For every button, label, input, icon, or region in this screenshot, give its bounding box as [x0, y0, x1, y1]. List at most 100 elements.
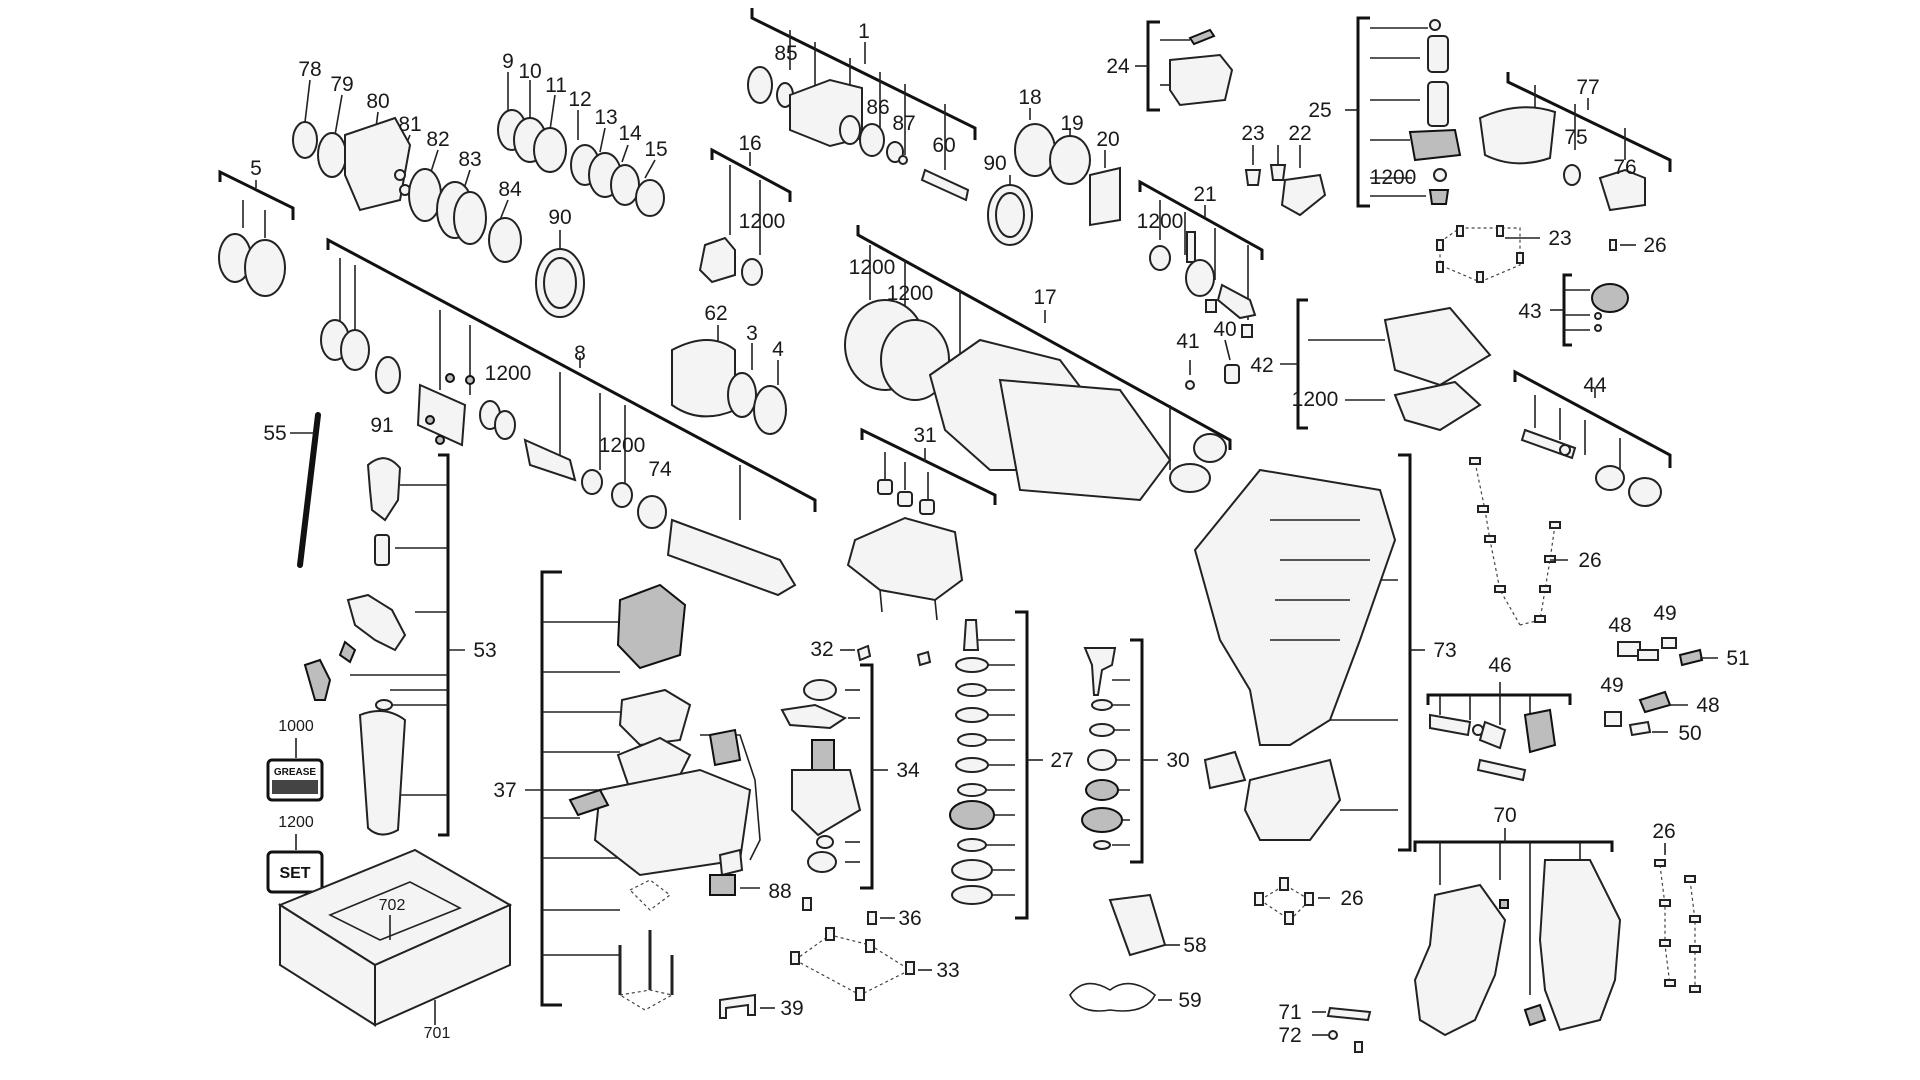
group-46-switch: 46	[1426, 654, 1572, 782]
label-88: 88	[768, 880, 791, 903]
label-27: 27	[1050, 749, 1073, 772]
label-4: 4	[772, 338, 784, 361]
label-36: 36	[898, 907, 921, 930]
label-1200-h: 1200	[599, 434, 646, 457]
label-62: 62	[704, 302, 727, 325]
label-48-b: 48	[1696, 694, 1719, 717]
group-71-72: 71 72	[1278, 1001, 1372, 1053]
group-701-carry-case: 702 701	[277, 848, 513, 1042]
label-51: 51	[1726, 647, 1749, 670]
group-34-rotor: 32 34	[780, 638, 932, 890]
label-83: 83	[458, 148, 481, 171]
label-26-b: 26	[1578, 549, 1601, 572]
label-82: 82	[426, 128, 449, 151]
group-17-gear-housing: 1200 1200 17	[844, 225, 1232, 502]
label-40: 40	[1213, 318, 1236, 341]
group-18-20-bearing: 90 18 19 20	[983, 86, 1121, 246]
group-22-23-guard: 23 22	[1241, 122, 1327, 217]
label-10: 10	[518, 60, 541, 83]
label-76: 76	[1613, 156, 1636, 179]
group-53-side-handle: 53	[303, 453, 497, 837]
label-701: 701	[424, 1025, 451, 1042]
group-77-chuck: 77 75 76	[1478, 72, 1672, 212]
label-79: 79	[330, 73, 353, 96]
label-14: 14	[618, 122, 642, 145]
label-58: 58	[1183, 934, 1206, 957]
group-27-gear-stack: 27	[949, 610, 1074, 920]
label-59: 59	[1178, 989, 1201, 1012]
label-26-c: 26	[1340, 887, 1363, 910]
label-90-top: 90	[983, 152, 1006, 175]
label-23-a: 23	[1241, 122, 1264, 145]
part-90-ring: 90	[535, 206, 585, 318]
grease-tag: GREASE	[274, 767, 317, 778]
group-30-gear-stack: 30	[1081, 638, 1190, 864]
group-16-bushing: 16 1200	[698, 132, 792, 286]
label-71: 71	[1278, 1001, 1301, 1024]
group-78-84-front-parts: 78 79 80 81 82 83 84	[292, 58, 522, 263]
group-23-screws: 23 26	[1436, 225, 1667, 283]
part-55-depth-rod: 55	[263, 412, 321, 568]
label-1200-e: 1200	[1137, 210, 1184, 233]
group-24-cover: 24	[1106, 20, 1234, 112]
label-34: 34	[896, 759, 920, 782]
label-73: 73	[1433, 639, 1456, 662]
label-3: 3	[746, 322, 758, 345]
label-46: 46	[1488, 654, 1511, 677]
label-24: 24	[1106, 55, 1130, 78]
label-25: 25	[1308, 99, 1331, 122]
label-1200-c: 1200	[849, 256, 896, 279]
label-55: 55	[263, 422, 286, 445]
label-39: 39	[780, 997, 803, 1020]
label-1200-b: 1200	[739, 210, 786, 233]
label-48-a: 48	[1608, 614, 1631, 637]
group-26-screws-bottom: 26	[1254, 877, 1364, 925]
label-23-b: 23	[1548, 227, 1571, 250]
group-26-screws-far-right: 26	[1652, 820, 1701, 993]
label-26-a: 26	[1643, 234, 1666, 257]
label-17: 17	[1033, 286, 1056, 309]
label-86: 86	[866, 96, 889, 119]
label-9: 9	[502, 50, 514, 73]
group-1-clutch-assembly: 1 85 86 87 60	[747, 8, 977, 202]
label-74: 74	[648, 458, 672, 481]
group-33-36-screws: 36 33 39	[719, 897, 960, 1020]
group-70-handle-housing: 70	[1413, 804, 1622, 1037]
group-9-15-rings: 9 10 11 12 13 14 15	[497, 50, 668, 217]
label-31: 31	[913, 424, 936, 447]
label-80: 80	[366, 90, 389, 113]
group-73-housing: 73	[1193, 453, 1457, 852]
label-18: 18	[1018, 86, 1041, 109]
label-81: 81	[398, 113, 421, 136]
label-702: 702	[379, 897, 406, 914]
group-grease-set: 1000 GREASE 1200 SET	[266, 718, 324, 894]
label-43: 43	[1518, 300, 1541, 323]
label-60: 60	[932, 134, 955, 157]
label-33: 33	[936, 959, 959, 982]
label-1000: 1000	[278, 718, 314, 735]
label-75: 75	[1564, 126, 1587, 149]
label-78: 78	[298, 58, 321, 81]
label-15: 15	[644, 138, 667, 161]
label-41: 41	[1176, 330, 1199, 353]
group-48-51-contacts: 48 49 51 49 48 50	[1600, 602, 1749, 745]
group-42-gear-cover: 42 1200	[1250, 298, 1492, 432]
label-1200-g: 1200	[485, 362, 532, 385]
group-44-switch-rod: 44	[1513, 369, 1672, 507]
label-91: 91	[370, 414, 393, 437]
group-25-side-handle-parts: 25 1200	[1308, 16, 1462, 208]
label-22: 22	[1288, 122, 1311, 145]
label-42: 42	[1250, 354, 1273, 377]
label-30: 30	[1166, 749, 1189, 772]
group-31-motor-support: 31	[846, 424, 997, 621]
label-77: 77	[1576, 76, 1599, 99]
label-37: 37	[493, 779, 516, 802]
group-43-knob: 43	[1518, 273, 1629, 347]
label-53: 53	[473, 639, 496, 662]
label-19: 19	[1060, 112, 1083, 135]
label-44: 44	[1583, 374, 1607, 397]
label-16: 16	[738, 132, 761, 155]
label-84: 84	[498, 178, 522, 201]
group-26-screws-right: 26	[1469, 457, 1602, 626]
